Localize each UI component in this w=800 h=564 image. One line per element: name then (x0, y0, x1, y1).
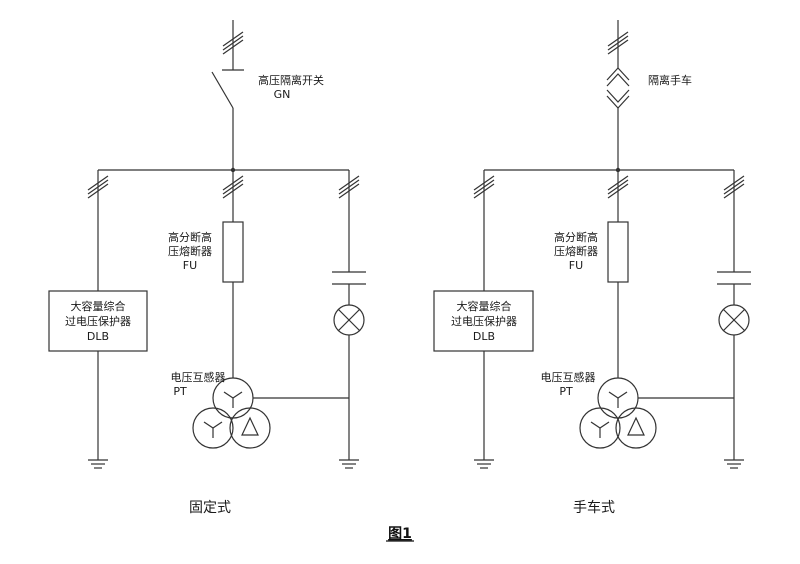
right-incoming-ticks (607, 31, 629, 55)
left-incoming-ticks (222, 31, 244, 55)
left-caption: 固定式 (189, 500, 231, 516)
left-branch-3-ticks (338, 175, 360, 199)
right-diagram: 隔离手车 大容量综合 过电压保护器 DLB 高分断高 压熔断器 (433, 20, 751, 516)
left-protector-label-1: 大容量综合 (71, 299, 126, 313)
right-fuse-code: FU (569, 259, 583, 272)
right-protector-label-2: 过电压保护器 (451, 314, 517, 328)
left-branch-1-ticks (87, 175, 109, 199)
left-indicator-lamp-icon (333, 304, 365, 336)
right-withdrawable-cart-icon (606, 67, 630, 109)
left-fuse-label-1: 高分断高 (168, 230, 212, 244)
right-fuse-label-1: 高分断高 (554, 230, 598, 244)
right-fuse-label-2: 压熔断器 (554, 244, 598, 258)
left-switch-code: GN (274, 88, 291, 101)
left-pt-label: 电压互感器 (171, 371, 226, 384)
left-fuse-icon (222, 221, 244, 283)
right-cart-label: 隔离手车 (648, 73, 692, 87)
right-protector-code: DLB (473, 330, 495, 343)
left-switch-label: 高压隔离开关 (258, 73, 324, 87)
left-protector-code: DLB (87, 330, 109, 343)
right-pt-label: 电压互感器 (541, 371, 596, 384)
left-ground-2-icon (339, 459, 359, 469)
figure-title: 图1 (388, 526, 412, 542)
right-branch-2-ticks (607, 175, 629, 199)
left-protector-label-2: 过电压保护器 (65, 314, 131, 328)
left-ground-1-icon (88, 459, 108, 469)
right-ground-1-icon (474, 459, 494, 469)
right-capacitor-icon (717, 271, 751, 285)
left-fuse-label-2: 压熔断器 (168, 244, 212, 258)
right-branch-3-ticks (723, 175, 745, 199)
right-fuse-icon (607, 221, 629, 283)
right-indicator-lamp-icon (718, 304, 750, 336)
left-pt-transformer-icon (192, 377, 271, 449)
right-pt-transformer-icon (579, 377, 657, 449)
right-caption: 手车式 (573, 499, 615, 516)
left-diagram: 高压隔离开关 GN 大容量综合 过电压保护器 DLB 高分断高 (48, 20, 366, 516)
right-ground-2-icon (724, 459, 744, 469)
left-fuse-code: FU (183, 259, 197, 272)
left-pt-code: PT (173, 385, 187, 398)
left-disconnect-switch (211, 69, 244, 170)
left-branch-2-ticks (222, 175, 244, 199)
right-branch-1-ticks (473, 175, 495, 199)
left-capacitor-icon (332, 271, 366, 285)
right-pt-code: PT (559, 385, 573, 398)
right-protector-label-1: 大容量综合 (457, 299, 512, 313)
